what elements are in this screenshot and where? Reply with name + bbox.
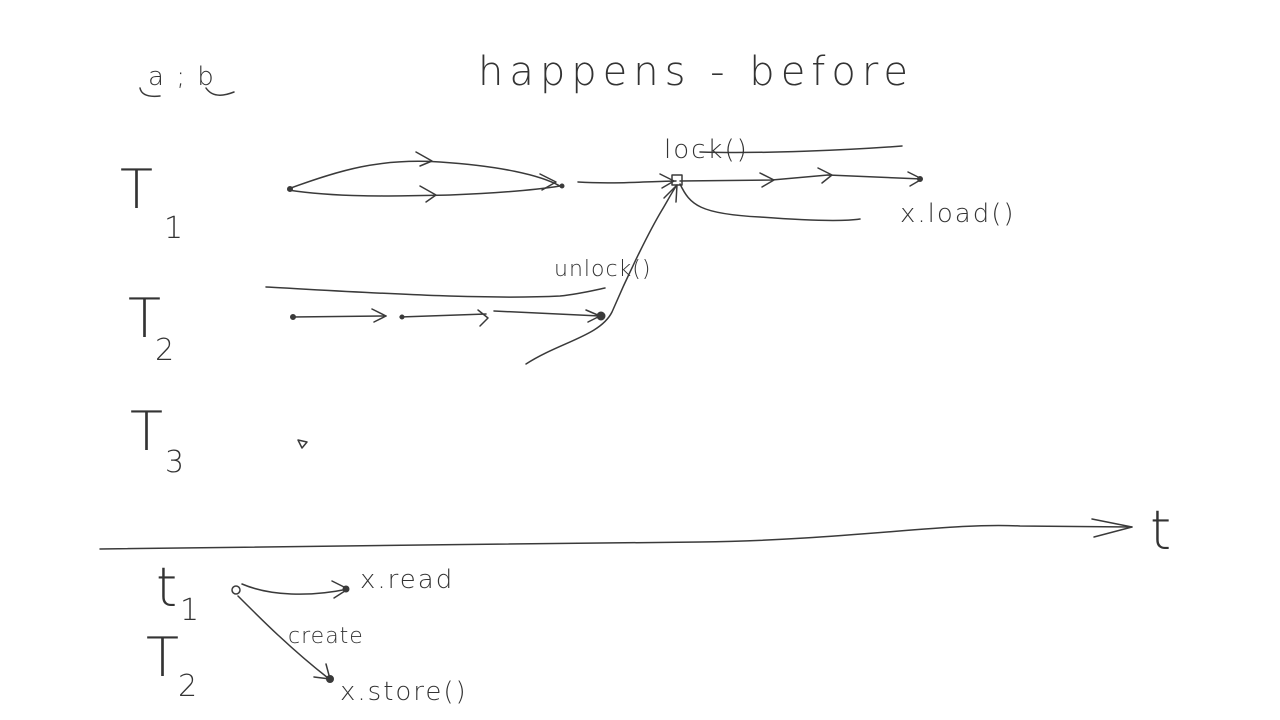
label-x-read: x.read xyxy=(360,565,454,595)
t1-lower-arc xyxy=(287,185,561,197)
sequence-notation-text: a ; b xyxy=(148,62,216,92)
t1-arrowhead-3 xyxy=(539,173,557,191)
label-create: create xyxy=(288,624,364,649)
bottom-t1-id: t xyxy=(156,556,177,619)
unlock-event-node xyxy=(596,311,606,321)
thread-t3-id: T xyxy=(130,400,163,463)
label-lock: lock() xyxy=(664,135,749,165)
t3-start-event xyxy=(297,439,308,449)
bottom-edge-to-store xyxy=(237,595,329,679)
sequence-notation: a ; b xyxy=(139,62,235,98)
label-x-store: x.store() xyxy=(340,677,468,707)
thread-t2-id: T xyxy=(128,287,161,350)
bottom-edge-to-read xyxy=(241,583,349,595)
bottom-read-event xyxy=(342,585,350,593)
thread-t3-sub: 3 xyxy=(165,445,184,480)
t2-seg-1 xyxy=(291,315,387,318)
t2-arrowhead-2 xyxy=(477,309,489,327)
time-axis-line xyxy=(99,524,1133,550)
thread-label-t3: T 3 xyxy=(130,400,184,480)
bottom-t2-id: T xyxy=(146,626,179,689)
t2-arrowhead-1 xyxy=(371,308,387,323)
t1-end-event xyxy=(917,176,923,182)
thread-t3-timeline xyxy=(297,439,308,449)
bottom-t1-sub: 1 xyxy=(180,593,199,628)
thread-t1-sub: 1 xyxy=(164,211,183,246)
t1-event-2 xyxy=(559,183,565,189)
t1-arrowhead-5 xyxy=(759,172,775,188)
t2-upper-arc xyxy=(265,286,606,298)
t1-after-lock xyxy=(679,174,923,182)
brace-a xyxy=(139,87,161,98)
label-x-load: x.load() xyxy=(900,199,1016,229)
thread-t2-timeline xyxy=(265,184,678,365)
bottom-t2-sub: 2 xyxy=(178,669,197,704)
thread-t1-id: T xyxy=(120,158,153,221)
t1-arrowhead-6 xyxy=(817,167,833,184)
t1-upper-arc xyxy=(287,160,561,190)
t2-start-event xyxy=(290,314,296,320)
bottom-create-event xyxy=(231,585,241,595)
thread-t1-timeline xyxy=(287,145,923,222)
diagram-title: happens - before xyxy=(478,49,914,95)
label-unlock: unlock() xyxy=(554,257,651,282)
time-axis-arrowhead xyxy=(1091,518,1133,538)
t1-start-event xyxy=(287,186,293,192)
t1-arrowhead-4 xyxy=(659,173,675,189)
t1-arrowhead-2 xyxy=(419,185,437,203)
t2-event-2 xyxy=(399,314,405,320)
t1-to-lock xyxy=(577,180,677,184)
bottom-example: t 1 T 2 x.read create x.store() xyxy=(146,556,468,707)
t1-arrowhead-1 xyxy=(415,151,433,167)
thread-t2-sub: 2 xyxy=(155,333,174,368)
brace-b xyxy=(205,87,235,96)
lock-region-top xyxy=(699,145,903,154)
t2-seg-2 xyxy=(399,313,487,318)
thread-label-t1: T 1 xyxy=(120,158,183,246)
lock-region-bottom xyxy=(679,183,861,222)
time-axis: t xyxy=(99,499,1171,562)
sync-arrowhead xyxy=(663,184,678,203)
sync-edge-unlock-to-lock xyxy=(525,184,678,365)
bottom-store-event xyxy=(326,675,334,683)
thread-label-t2: T 2 xyxy=(128,287,174,368)
t2-seg-3 xyxy=(493,310,601,317)
time-axis-label: t xyxy=(1150,499,1171,562)
